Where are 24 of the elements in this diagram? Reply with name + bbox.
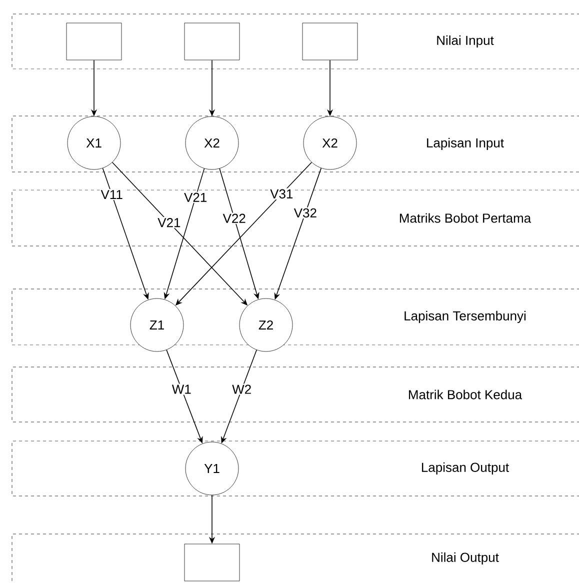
value-box [184,544,240,582]
layer-label: Lapisan Output [422,462,509,475]
edge-label: V31 [269,188,294,200]
edge-label: V21 [183,192,208,203]
value-box [184,22,240,60]
layer-label: Matriks Bobot Pertama [400,213,532,223]
layer-band [12,440,579,496]
layer-label: Nilai Input [437,35,494,48]
edge-label: V11 [100,189,124,200]
layer-band [12,14,579,70]
layer-band [12,288,579,346]
edge-label: V32 [292,207,318,219]
layer-band [12,116,579,172]
value-box [302,22,358,60]
layer-label: Lapisan Input [427,138,504,150]
edge-label: V21 [156,217,182,228]
edge-label: W1 [170,384,192,395]
layer-label: Lapisan Tersembunyi [404,310,526,324]
edge-label: V22 [222,212,247,224]
layer-label: Matrik Bobot Kedua [408,390,522,400]
layer-band [12,534,579,583]
layer-label: Nilai Output [432,552,499,565]
edge-label: W2 [231,384,253,395]
value-box [66,22,122,60]
